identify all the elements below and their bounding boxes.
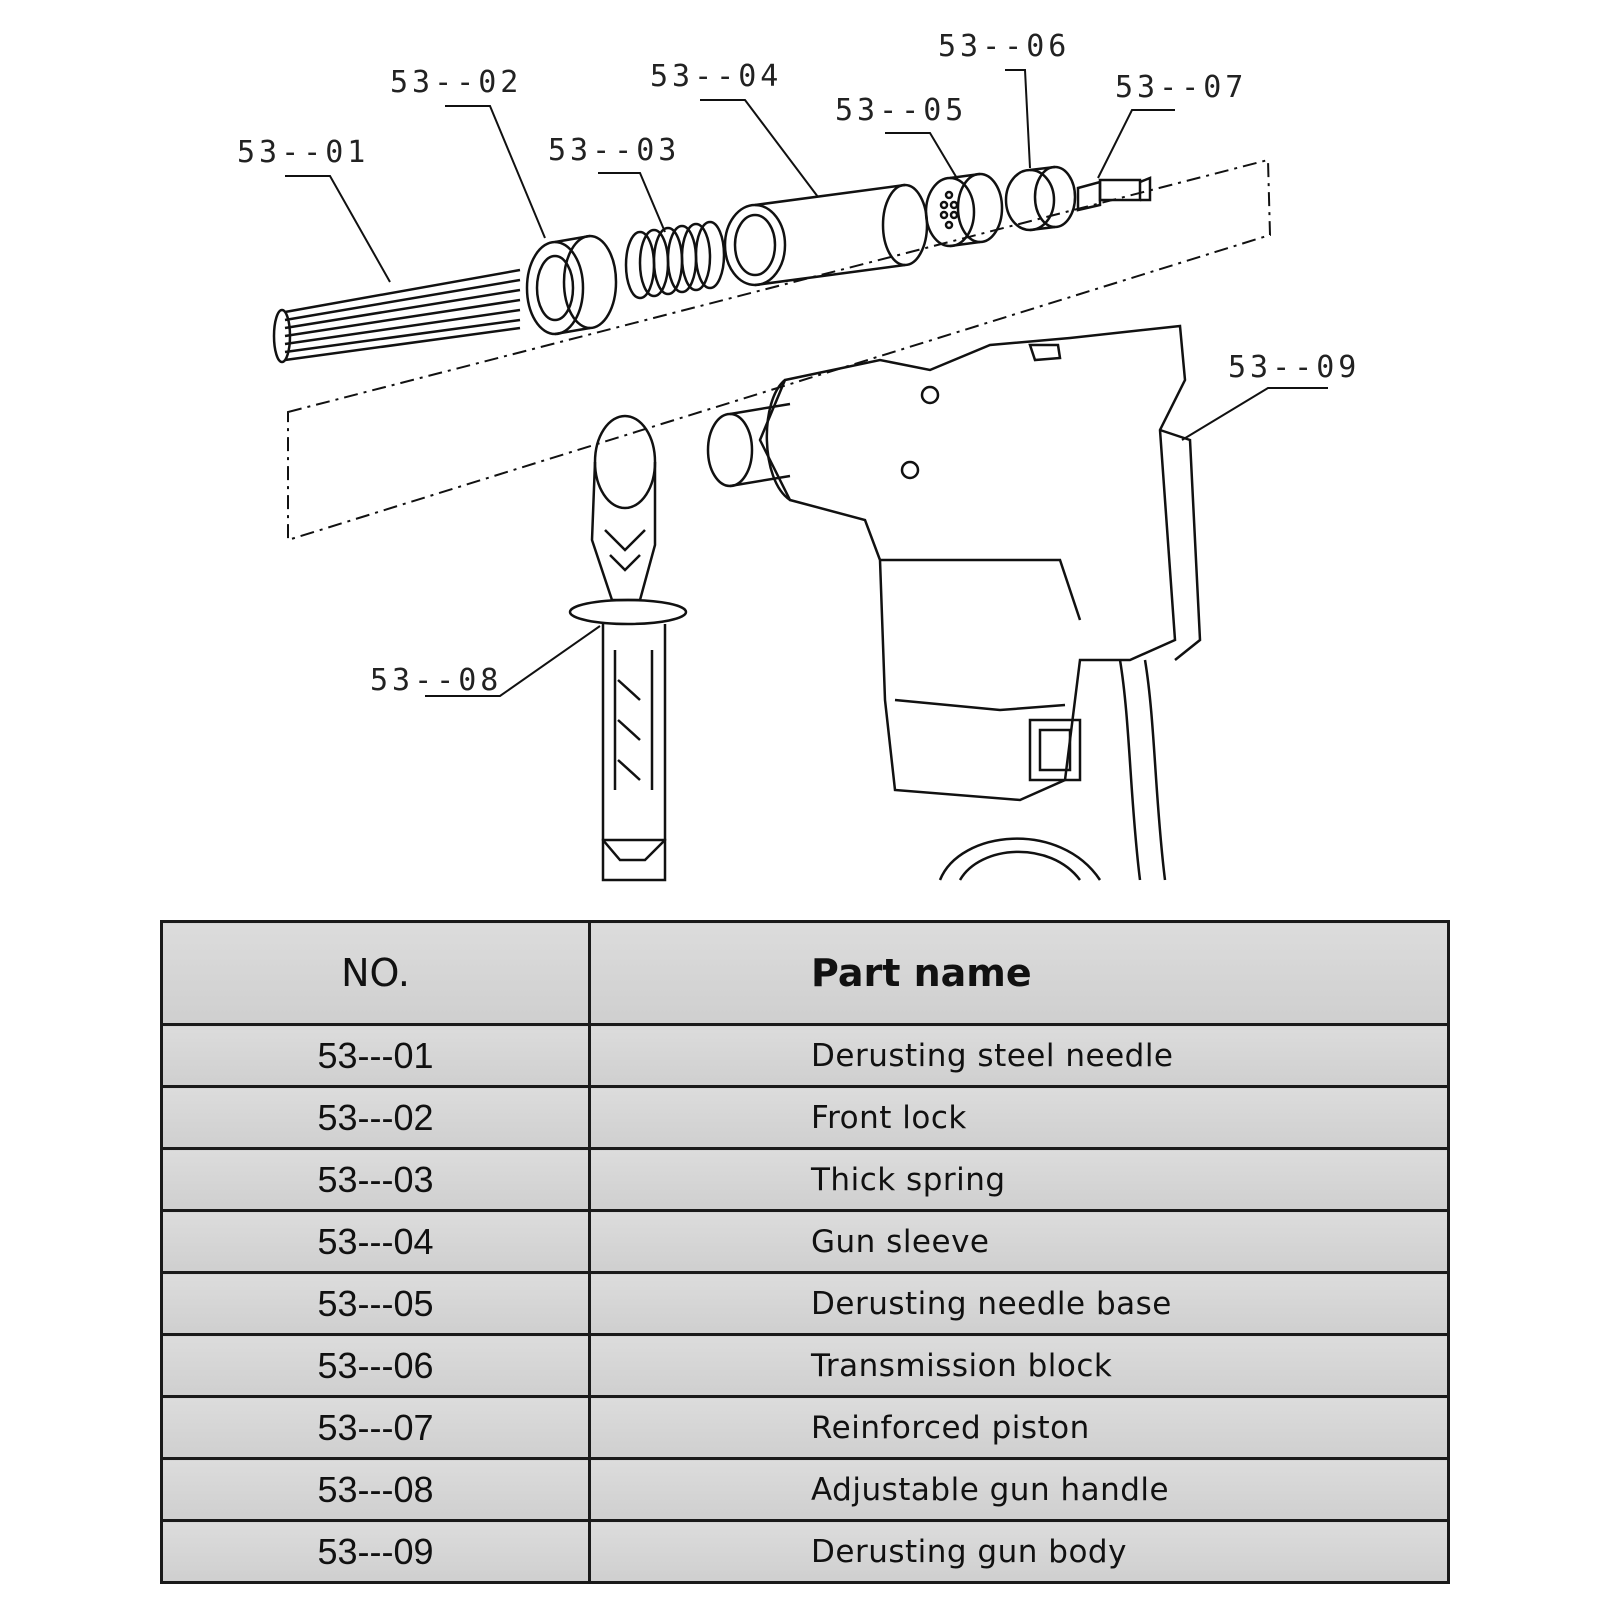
steel-needles-part (272, 268, 521, 364)
part-name: Adjustable gun handle (588, 1457, 1450, 1522)
gun-sleeve-part (723, 183, 929, 287)
table-row: 53---09 Derusting gun body (160, 1519, 1450, 1584)
part-name: Transmission block (588, 1333, 1450, 1398)
header-no: NO. (160, 920, 591, 1026)
assembly-dashed-outline (287, 158, 1272, 542)
thick-spring-part (624, 220, 726, 300)
front-lock-part (525, 234, 618, 336)
callout-53-02: 53--02 (390, 65, 522, 100)
needle-base-part (924, 172, 1004, 248)
table-row: 53---08 Adjustable gun handle (160, 1457, 1450, 1522)
part-number: 53---05 (160, 1271, 591, 1336)
transmission-block-part (1004, 165, 1077, 232)
callout-53-03: 53--03 (548, 133, 680, 168)
callout-53-06: 53--06 (938, 29, 1070, 64)
header-part-name: Part name (588, 920, 1450, 1026)
callout-53-07: 53--07 (1115, 70, 1247, 105)
part-name: Thick spring (588, 1147, 1450, 1212)
side-handle-part (568, 414, 688, 882)
part-name: Derusting steel needle (588, 1023, 1450, 1088)
part-name: Derusting gun body (588, 1519, 1450, 1584)
callout-53-01: 53--01 (237, 135, 369, 170)
table-row: 53---03 Thick spring (160, 1147, 1450, 1212)
part-number: 53---01 (160, 1023, 591, 1088)
callout-53-04: 53--04 (650, 59, 782, 94)
exploded-parts-diagram: 53--01 53--02 53--03 53--04 53--05 53--0… (237, 29, 1360, 882)
callout-53-05: 53--05 (835, 93, 967, 128)
table-row: 53---06 Transmission block (160, 1333, 1450, 1398)
part-number: 53---07 (160, 1395, 591, 1460)
callout-53-08: 53--08 (370, 663, 502, 698)
gun-body-part (706, 324, 1202, 881)
part-number: 53---09 (160, 1519, 591, 1584)
part-number: 53---03 (160, 1147, 591, 1212)
reinforced-piston-part (1076, 176, 1152, 212)
part-name: Derusting needle base (588, 1271, 1450, 1336)
part-number: 53---06 (160, 1333, 591, 1398)
table-row: 53---01 Derusting steel needle (160, 1023, 1450, 1088)
table-row: 53---07 Reinforced piston (160, 1395, 1450, 1460)
parts-table: NO. Part name 53---01 Derusting steel ne… (160, 920, 1450, 1584)
callout-53-09: 53--09 (1228, 350, 1360, 385)
table-row: 53---05 Derusting needle base (160, 1271, 1450, 1336)
table-header-row: NO. Part name (160, 920, 1450, 1026)
part-number: 53---08 (160, 1457, 591, 1522)
callout-leaders (285, 69, 1328, 697)
part-number: 53---02 (160, 1085, 591, 1150)
table-row: 53---02 Front lock (160, 1085, 1450, 1150)
part-number: 53---04 (160, 1209, 591, 1274)
part-name: Front lock (588, 1085, 1450, 1150)
callout-labels: 53--01 53--02 53--03 53--04 53--05 53--0… (237, 29, 1360, 698)
part-name: Gun sleeve (588, 1209, 1450, 1274)
part-name: Reinforced piston (588, 1395, 1450, 1460)
table-row: 53---04 Gun sleeve (160, 1209, 1450, 1274)
